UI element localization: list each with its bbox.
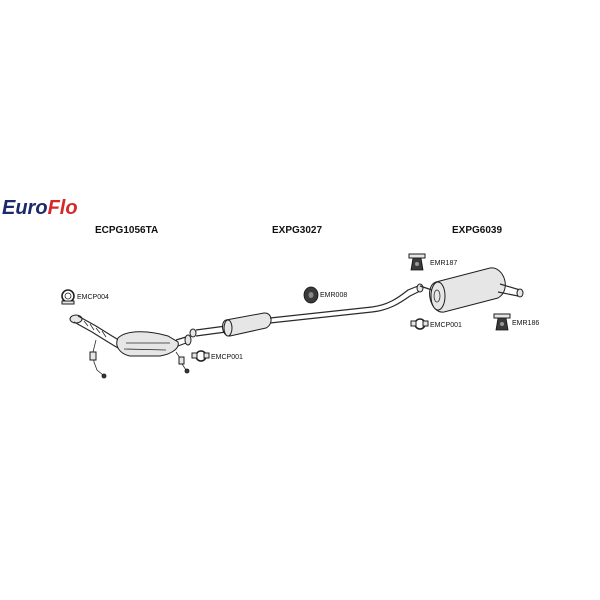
clamp-emcp001-rear-icon [410,318,429,330]
part-label-emcp001-middle: EMCP001 [211,354,243,361]
part-label-emcp004: EMCP004 [77,294,109,301]
part-label-emr187: EMR187 [430,260,457,267]
rear-silencer [429,267,506,313]
part-label-emcp001-rear: EMCP001 [430,322,462,329]
rubber-mount-emr008-icon [303,286,319,304]
outlet-flange [184,334,192,346]
svg-text:EuroFlo: EuroFlo [2,197,78,219]
assembly-label-rear: EXPG6039 [452,225,502,236]
assembly-label-middle: EXPG3027 [272,225,322,236]
part-label-emr008: EMR008 [320,292,347,299]
lambda-sensor-left [92,339,104,376]
logo-text-euro: Euro [2,197,48,219]
middle-section-silencer [189,283,424,338]
rear-silencer-box [419,267,524,313]
rubber-mount-emr186-icon [493,313,511,331]
clamp-emcp001-middle-icon [191,350,210,362]
front-pipe-catalyst [69,314,192,379]
catalytic-converter [116,331,179,357]
clamp-emcp004-icon [61,289,75,305]
inlet-flange [69,314,83,324]
assembly-label-front: ECPG1056TA [95,225,158,236]
part-label-emr186: EMR186 [512,320,539,327]
centre-silencer [222,312,272,337]
euroflo-logo: EuroFlo [2,197,78,219]
rubber-mount-emr187-icon [408,253,426,271]
logo-text-flo: Flo [48,197,78,219]
